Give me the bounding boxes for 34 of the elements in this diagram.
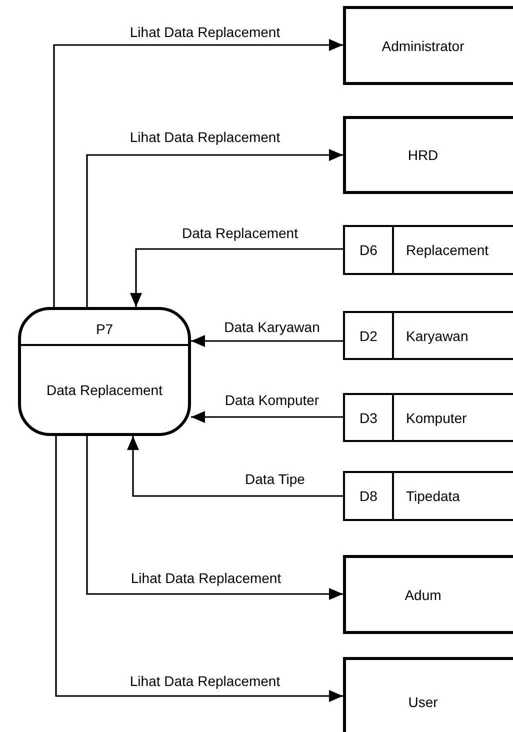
store-name: Tipedata bbox=[406, 488, 460, 504]
data-store-box bbox=[343, 311, 513, 360]
arrow bbox=[86, 149, 343, 307]
entity-name: HRD bbox=[408, 147, 438, 163]
entity-name: User bbox=[408, 694, 438, 710]
arrow bbox=[55, 436, 343, 702]
process-name: Data Replacement bbox=[46, 382, 162, 398]
arrow bbox=[191, 335, 343, 347]
external-entity-box bbox=[343, 657, 513, 732]
edge-label: Data Tipe bbox=[243, 471, 307, 487]
external-entity-box bbox=[343, 116, 513, 194]
store-id: D6 bbox=[360, 242, 378, 258]
edge-label: Data Karyawan bbox=[222, 319, 322, 335]
store-id: D3 bbox=[360, 410, 378, 426]
arrow bbox=[191, 411, 343, 423]
arrow bbox=[86, 436, 343, 600]
edge-label: Data Replacement bbox=[180, 225, 300, 241]
process-rounded-box bbox=[18, 307, 191, 436]
data-store-box bbox=[343, 393, 513, 442]
entity-name: Administrator bbox=[382, 38, 464, 54]
store-id: D8 bbox=[360, 488, 378, 504]
external-entity-box bbox=[343, 555, 513, 634]
arrow bbox=[53, 39, 343, 307]
data-store-box bbox=[343, 471, 513, 521]
store-name: Karyawan bbox=[406, 328, 468, 344]
process-number: P7 bbox=[96, 321, 114, 337]
data-store-box bbox=[343, 225, 513, 275]
store-name: Komputer bbox=[406, 410, 467, 426]
store-name: Replacement bbox=[406, 242, 488, 258]
external-entity-box bbox=[343, 6, 513, 85]
arrow bbox=[130, 248, 343, 307]
arrow bbox=[127, 436, 343, 497]
store-id: D2 bbox=[360, 328, 378, 344]
entity-name: Adum bbox=[404, 586, 442, 602]
